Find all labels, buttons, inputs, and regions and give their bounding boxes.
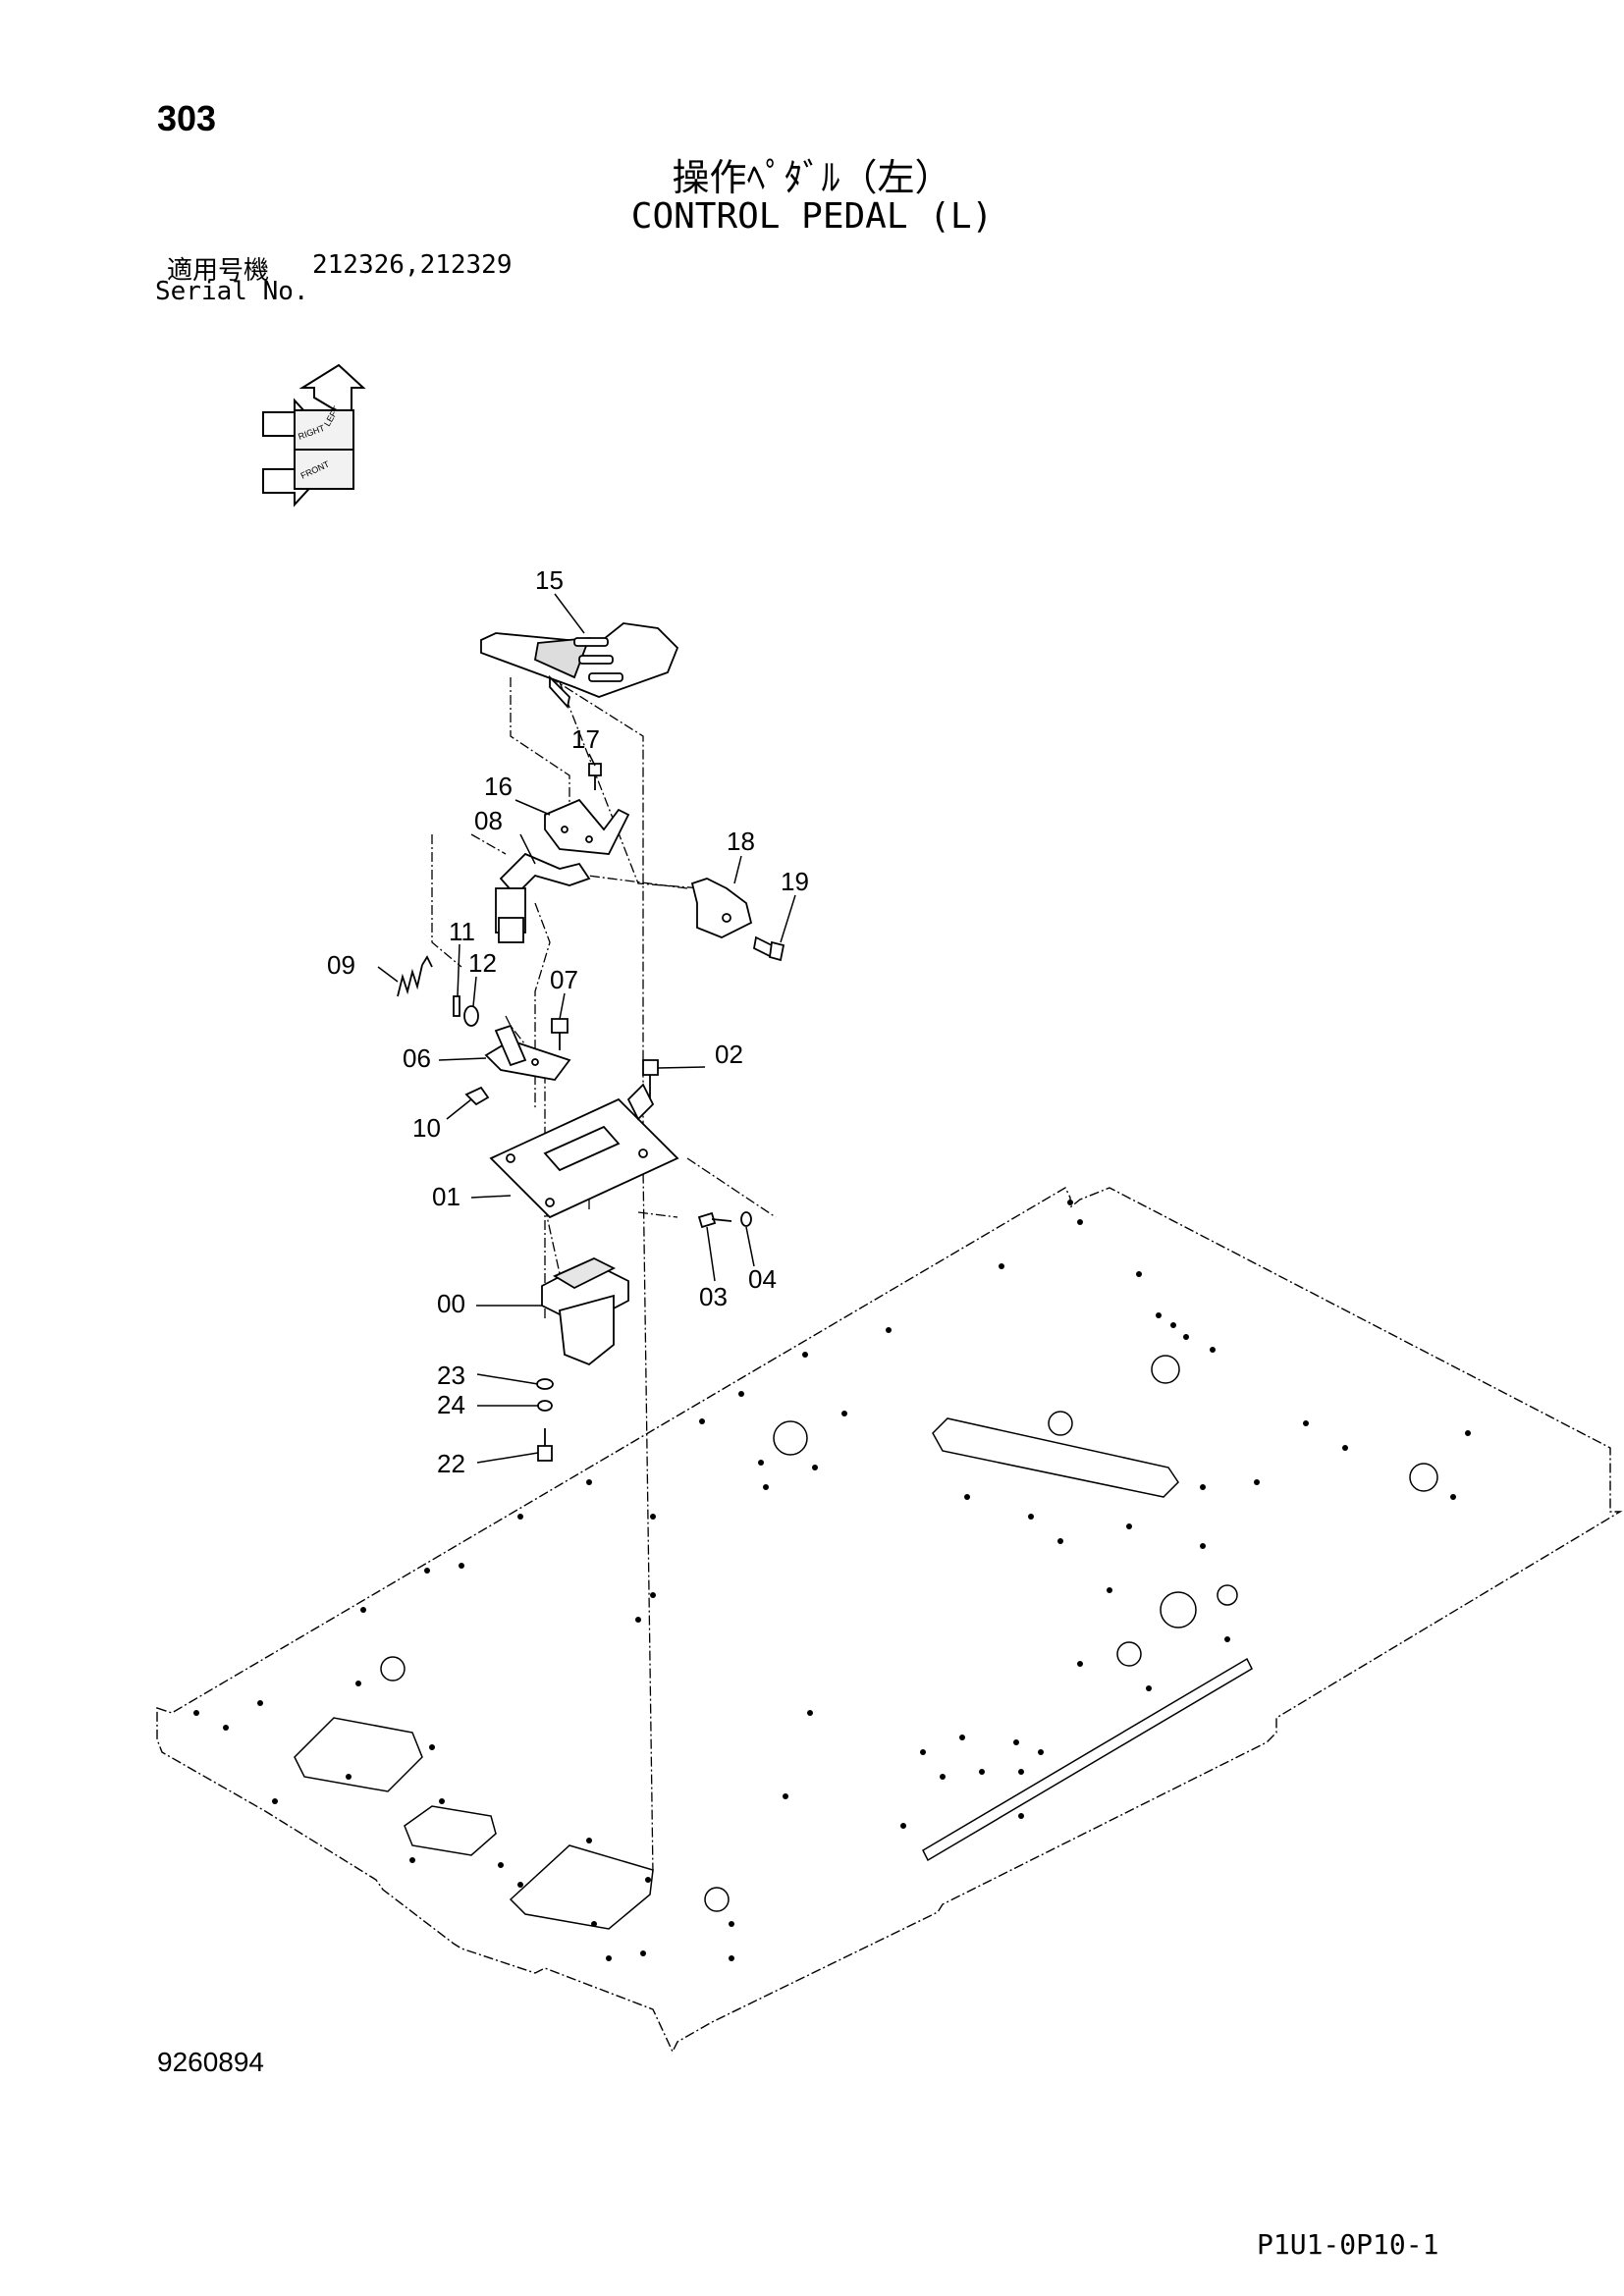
floor-plate-holes — [380, 1355, 1438, 1912]
part-11-pin — [453, 995, 460, 1017]
callout-04: 04 — [748, 1264, 777, 1294]
title-english: CONTROL PEDAL (L) — [630, 196, 994, 237]
plate-slot — [932, 1417, 1179, 1498]
part-15-pedal — [480, 622, 679, 709]
callout-02: 02 — [715, 1040, 743, 1069]
part-06-bracket — [484, 1024, 571, 1081]
part-07-bolt — [551, 1018, 568, 1050]
callout-15: 15 — [535, 565, 564, 595]
callout-22: 22 — [437, 1449, 465, 1478]
orientation-arrows-icon — [262, 363, 366, 507]
part-12-washer — [463, 1005, 479, 1027]
part-17-bolt — [588, 763, 602, 790]
part-16-bracket — [544, 798, 630, 855]
callout-07: 07 — [550, 965, 578, 994]
part-09-spring — [397, 955, 433, 997]
plate-opening-2 — [404, 1805, 497, 1856]
plate-opening-3 — [509, 1844, 654, 1930]
part-22-bolt — [537, 1428, 553, 1462]
part-24-washer — [537, 1400, 553, 1412]
floor-plate-cutouts — [294, 1417, 1253, 1930]
part-04-nut — [740, 1211, 752, 1227]
callout-19: 19 — [781, 867, 809, 896]
callout-01: 01 — [432, 1182, 460, 1211]
floor-plate-bolt-holes — [193, 1200, 1471, 1961]
plate-rail — [922, 1657, 1253, 1862]
callout-03: 03 — [699, 1282, 728, 1311]
part-10-pin — [464, 1086, 490, 1106]
part-00-pilot-valve — [541, 1257, 629, 1366]
serial-label-english: Serial No. — [155, 277, 309, 306]
part-03-bolt — [697, 1211, 732, 1229]
callout-06: 06 — [403, 1043, 431, 1073]
part-19-bolt — [752, 935, 785, 962]
callout-12: 12 — [468, 948, 497, 978]
callouts: 15 17 16 08 18 19 11 09 12 07 06 02 10 0… — [327, 565, 809, 1478]
page-code: P1U1-0P10-1 — [1257, 2228, 1439, 2261]
title-japanese: 操作ﾍﾟﾀﾞﾙ（左） — [672, 156, 952, 199]
callout-16: 16 — [484, 772, 513, 801]
callout-11: 11 — [449, 917, 475, 946]
serial-label-japanese: 適用号機 — [167, 256, 270, 286]
callout-10: 10 — [412, 1113, 441, 1143]
drawing-number: 9260894 — [157, 2047, 265, 2077]
callout-24: 24 — [437, 1390, 465, 1419]
callout-18: 18 — [727, 827, 755, 856]
part-01-base-plate — [489, 1083, 679, 1219]
floor-plate — [156, 1187, 1623, 2054]
part-18-bracket — [690, 878, 753, 938]
callout-leaders — [377, 593, 796, 1464]
page-number: 303 — [157, 98, 217, 138]
serial-numbers: 212326,212329 — [312, 250, 513, 280]
callout-00: 00 — [437, 1289, 465, 1318]
callout-23: 23 — [437, 1361, 465, 1390]
callout-09: 09 — [327, 950, 355, 980]
plate-opening-1 — [294, 1717, 423, 1792]
callout-17: 17 — [571, 724, 600, 754]
callout-08: 08 — [474, 806, 503, 835]
part-02-bolt — [642, 1059, 659, 1099]
part-08-lever — [495, 852, 591, 943]
part-23-washer — [536, 1378, 554, 1390]
